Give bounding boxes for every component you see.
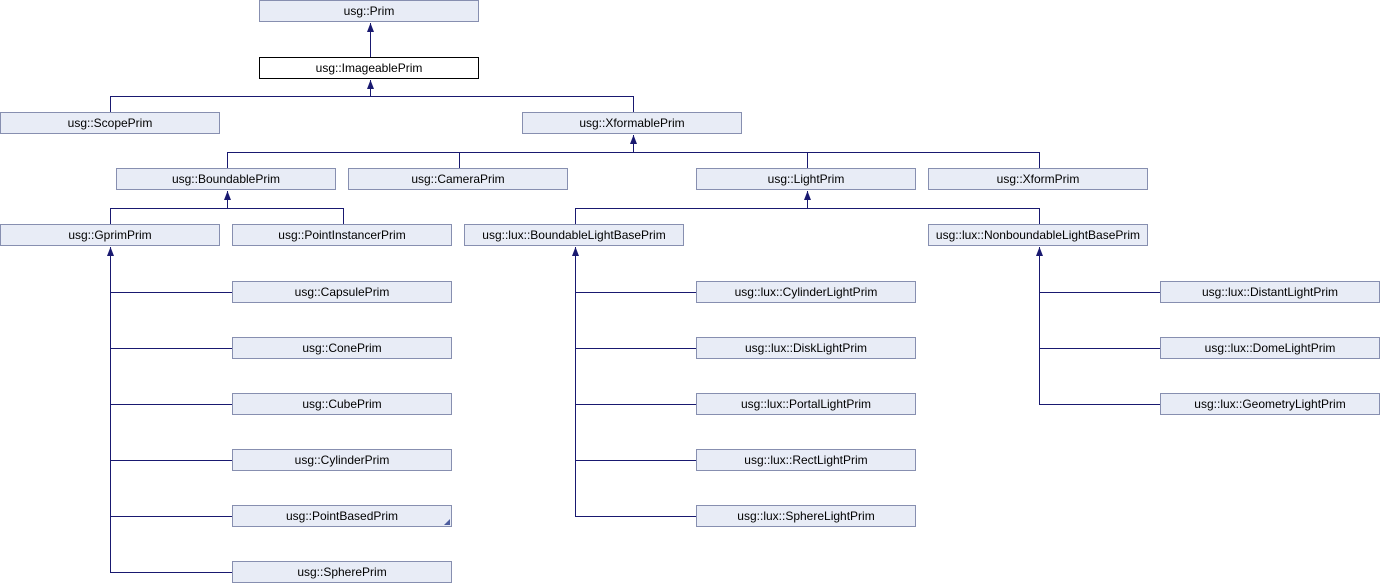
node-point-based-prim[interactable]: usg::PointBasedPrim (232, 505, 452, 527)
node-disk-light-prim[interactable]: usg::lux::DiskLightPrim (696, 337, 916, 359)
node-cube-prim[interactable]: usg::CubePrim (232, 393, 452, 415)
arrowhead-gprim (107, 247, 114, 256)
node-gprim-prim[interactable]: usg::GprimPrim (0, 224, 220, 246)
node-prim[interactable]: usg::Prim (259, 0, 479, 22)
node-boundable-prim[interactable]: usg::BoundablePrim (116, 168, 336, 190)
node-cone-prim[interactable]: usg::ConePrim (232, 337, 452, 359)
arrowhead-boundable (224, 191, 231, 200)
node-distant-light-prim[interactable]: usg::lux::DistantLightPrim (1160, 281, 1380, 303)
arrowhead-xformable (630, 135, 637, 144)
edge-children-of-boundable-light-base (575, 247, 696, 517)
node-geometry-light-prim[interactable]: usg::lux::GeometryLightPrim (1160, 393, 1380, 415)
node-sphere-prim[interactable]: usg::SpherePrim (232, 561, 452, 583)
arrowhead-boundable-light-base (572, 247, 579, 256)
node-nonboundable-light-base-prim[interactable]: usg::lux::NonboundableLightBasePrim (928, 224, 1148, 246)
arrowhead-light (804, 191, 811, 200)
node-portal-light-prim[interactable]: usg::lux::PortalLightPrim (696, 393, 916, 415)
node-cylinder-light-prim[interactable]: usg::lux::CylinderLightPrim (696, 281, 916, 303)
node-cylinder-prim[interactable]: usg::CylinderPrim (232, 449, 452, 471)
node-point-based-prim-label: usg::PointBasedPrim (285, 509, 399, 523)
node-xformable-prim[interactable]: usg::XformablePrim (522, 112, 742, 134)
arrowhead-nonboundable-light-base (1036, 247, 1043, 256)
node-scope-prim[interactable]: usg::ScopePrim (0, 112, 220, 134)
node-light-prim[interactable]: usg::LightPrim (696, 168, 916, 190)
node-rect-light-prim[interactable]: usg::lux::RectLightPrim (696, 449, 916, 471)
node-capsule-prim[interactable]: usg::CapsulePrim (232, 281, 452, 303)
node-boundable-light-base-prim[interactable]: usg::lux::BoundableLightBasePrim (464, 224, 684, 246)
arrowhead-imageable (367, 80, 374, 89)
node-imageable-prim: usg::ImageablePrim (259, 57, 479, 79)
edge-children-of-nonboundable-light-base (1039, 247, 1160, 405)
node-camera-prim[interactable]: usg::CameraPrim (348, 168, 568, 190)
edge-children-of-gprim (110, 247, 232, 573)
more-children-icon (444, 519, 450, 525)
node-dome-light-prim[interactable]: usg::lux::DomeLightPrim (1160, 337, 1380, 359)
node-sphere-light-prim[interactable]: usg::lux::SphereLightPrim (696, 505, 916, 527)
node-point-instancer-prim[interactable]: usg::PointInstancerPrim (232, 224, 452, 246)
arrowhead-prim (367, 23, 374, 32)
node-xform-prim[interactable]: usg::XformPrim (928, 168, 1148, 190)
